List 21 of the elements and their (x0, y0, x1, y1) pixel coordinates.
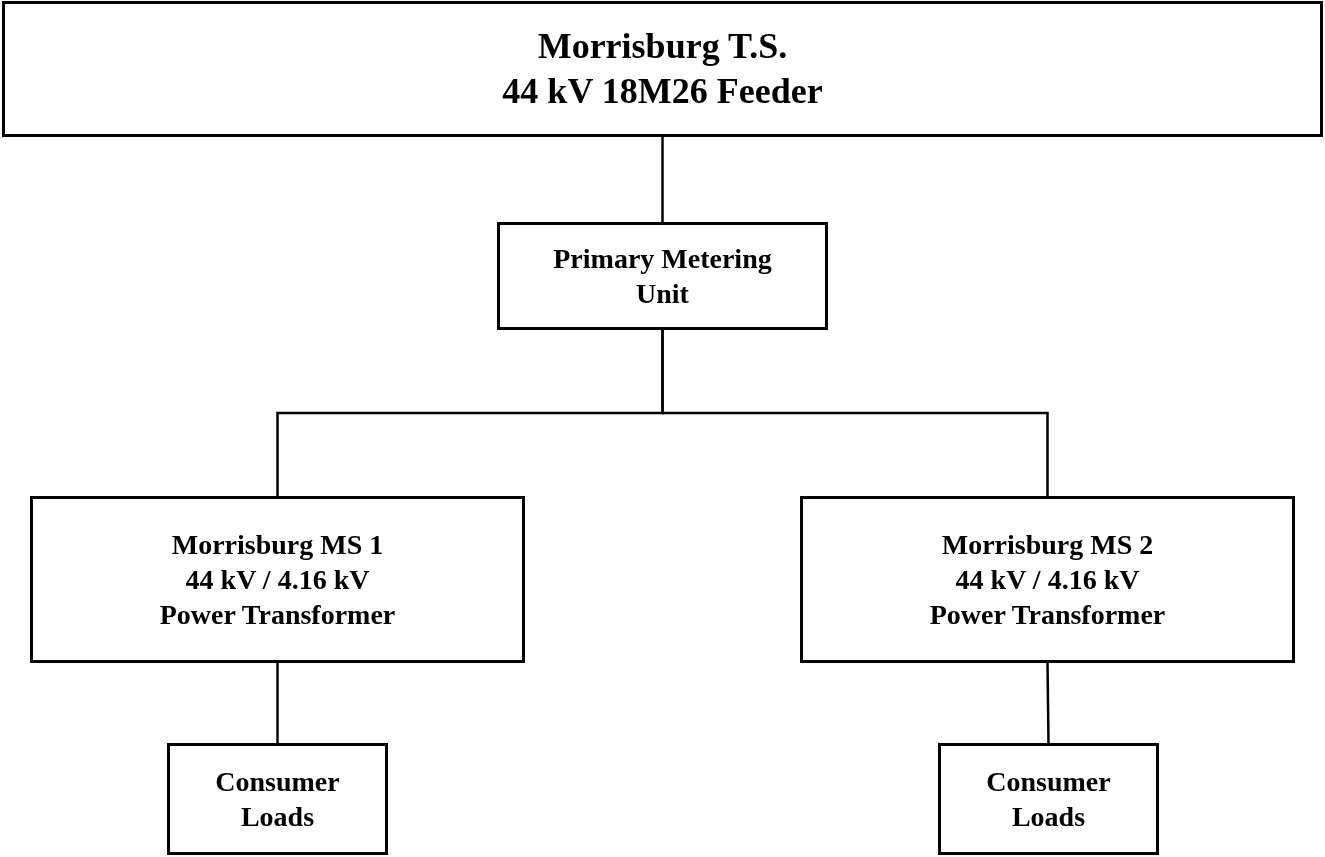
box-text: Morrisburg MS 2 (941, 528, 1154, 562)
process-box (800, 496, 1295, 663)
connector-line (661, 330, 1049, 496)
box-text: Power Transformer (929, 598, 1166, 632)
connector-line (1046, 663, 1050, 743)
process-box (167, 743, 388, 855)
connector-line (661, 137, 664, 222)
process-box (30, 496, 525, 663)
box-text: 44 kV 18M26 Feeder (502, 70, 823, 113)
box-text: 44 kV / 4.16 kV (955, 563, 1140, 597)
box-text: Consumer Loads (214, 765, 341, 834)
process-box (2, 1, 1323, 137)
process-box (497, 222, 828, 330)
box-text: Morrisburg MS 1 (171, 528, 384, 562)
box-text: Morrisburg T.S. (537, 25, 788, 68)
box-text: Primary Metering Unit (552, 242, 773, 311)
box-text: 44 kV / 4.16 kV (185, 563, 370, 597)
process-box (938, 743, 1159, 855)
box-text: Power Transformer (159, 598, 396, 632)
box-text: Consumer Loads (985, 765, 1112, 834)
connector-line (276, 663, 279, 743)
